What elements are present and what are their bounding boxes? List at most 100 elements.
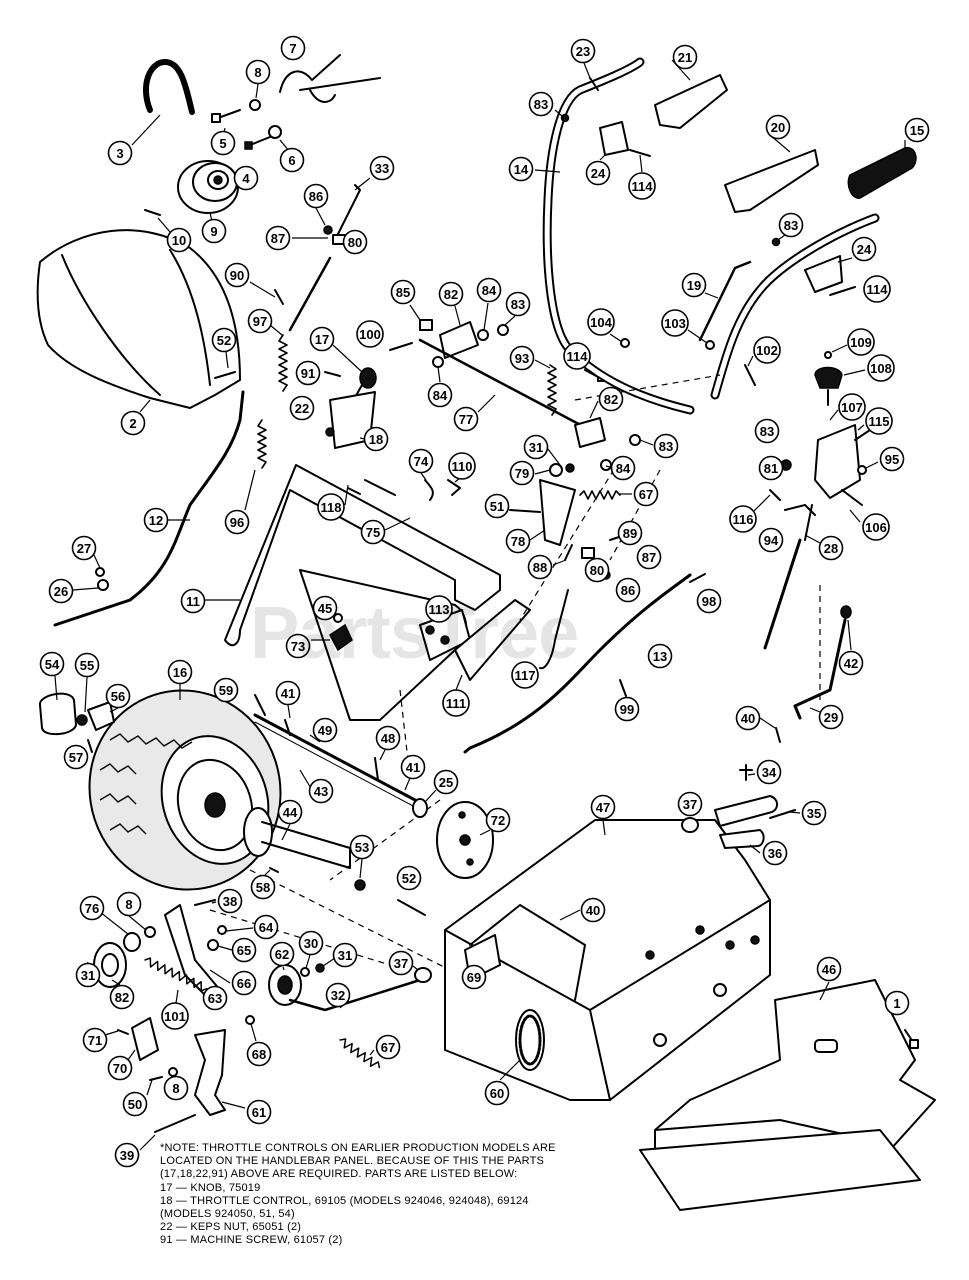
callout-number: 58 <box>256 880 270 895</box>
callout-number: 57 <box>69 750 83 765</box>
callout-number: 11 <box>186 594 200 609</box>
callout-number: 36 <box>768 846 782 861</box>
wheel-16 <box>88 684 282 891</box>
callout-number: 80 <box>348 235 362 250</box>
callout-number: 114 <box>567 349 589 364</box>
callout-number: 3 <box>116 146 123 161</box>
callout-number: 111 <box>446 696 466 711</box>
callout-number: 87 <box>271 231 285 246</box>
callout-number: 113 <box>429 602 450 617</box>
callout-number: 17 <box>315 332 329 347</box>
callout-87: 87 <box>636 544 662 570</box>
callout-40: 40 <box>735 705 761 731</box>
callout-number: 68 <box>252 1047 266 1062</box>
callout-50: 50 <box>122 1091 148 1117</box>
callout-number: 85 <box>396 285 410 300</box>
callout-number: 115 <box>869 414 890 429</box>
callout-37: 37 <box>388 950 414 976</box>
callout-number: 8 <box>125 897 132 912</box>
callout-74: 74 <box>408 448 434 474</box>
callout-number: 59 <box>219 683 233 698</box>
callout-number: 83 <box>534 97 548 112</box>
callout-number: 95 <box>885 452 899 467</box>
callout-number: 42 <box>844 656 858 671</box>
callout-70: 70 <box>107 1055 133 1081</box>
callout-23: 23 <box>570 38 596 64</box>
callout-24: 24 <box>851 236 877 262</box>
callout-4: 4 <box>233 165 259 191</box>
callout-number: 117 <box>515 668 536 683</box>
callout-99: 99 <box>614 696 640 722</box>
callout-1: 1 <box>884 990 910 1016</box>
callout-17: 17 <box>309 326 335 352</box>
callout-number: 55 <box>80 658 94 673</box>
callout-number: 78 <box>511 534 525 549</box>
callout-number: 4 <box>242 171 250 186</box>
callout-91: 91 <box>295 360 321 386</box>
callout-number: 71 <box>88 1033 102 1048</box>
callout-number: 38 <box>223 894 237 909</box>
callout-83: 83 <box>505 291 531 317</box>
pulley-part <box>177 160 239 223</box>
callout-84: 84 <box>610 455 636 481</box>
callout-number: 102 <box>756 343 778 358</box>
callout-number: 28 <box>824 541 838 556</box>
callout-number: 24 <box>857 242 872 257</box>
callout-85: 85 <box>390 279 416 305</box>
clip-parts-74-110 <box>420 472 461 501</box>
callout-82: 82 <box>109 984 135 1010</box>
wheel-hardware <box>39 675 119 753</box>
watermark-text: PartsTree <box>250 591 579 674</box>
callout-number: 79 <box>515 466 529 481</box>
callout-number: 8 <box>254 65 261 80</box>
callout-number: 7 <box>289 41 296 56</box>
callout-84: 84 <box>476 277 502 303</box>
callout-number: 37 <box>394 956 408 971</box>
callout-59: 59 <box>213 677 239 703</box>
rod-19 <box>698 260 752 342</box>
callout-number: 80 <box>590 563 604 578</box>
callout-number: 40 <box>586 903 600 918</box>
callout-number: 35 <box>807 806 821 821</box>
callout-number: 90 <box>230 268 244 283</box>
callout-number: 118 <box>321 500 342 515</box>
rods-28-29 <box>759 504 852 743</box>
callout-number: 81 <box>764 461 778 476</box>
bolt-52-upper <box>214 351 236 379</box>
callout-number: 82 <box>115 990 129 1005</box>
callout-24: 24 <box>585 160 611 186</box>
callout-number: 1 <box>893 996 900 1011</box>
callout-82: 82 <box>598 386 624 412</box>
callout-96: 96 <box>224 509 250 535</box>
callout-111: 111 <box>442 689 470 717</box>
throttle-control-18 <box>324 344 377 449</box>
callout-110: 110 <box>448 452 476 480</box>
rod-13 <box>463 573 706 754</box>
callout-44: 44 <box>277 799 303 825</box>
callout-61: 61 <box>246 1099 272 1125</box>
callout-number: 69 <box>467 970 481 985</box>
callout-108: 108 <box>867 354 895 382</box>
bolt-washer-set <box>211 83 290 152</box>
frame-hardware <box>681 764 801 854</box>
callout-104: 104 <box>587 308 615 336</box>
callout-number: 76 <box>85 901 99 916</box>
callout-38: 38 <box>217 888 243 914</box>
callout-95: 95 <box>879 446 905 472</box>
callout-number: 88 <box>533 560 547 575</box>
callout-number: 31 <box>338 948 352 963</box>
pulley-62 <box>268 954 336 1006</box>
callout-42: 42 <box>838 650 864 676</box>
callout-number: 30 <box>304 936 318 951</box>
callout-83: 83 <box>528 91 554 117</box>
callout-number: 26 <box>54 584 68 599</box>
handle-right <box>710 213 880 400</box>
callout-15: 15 <box>904 117 930 143</box>
note-line: *NOTE: THROTTLE CONTROLS ON EARLIER PROD… <box>160 1142 556 1154</box>
callout-number: 108 <box>870 361 892 376</box>
callout-number: 5 <box>219 136 226 151</box>
callout-5: 5 <box>210 130 236 156</box>
callout-47: 47 <box>590 794 616 820</box>
callout-86: 86 <box>615 577 641 603</box>
